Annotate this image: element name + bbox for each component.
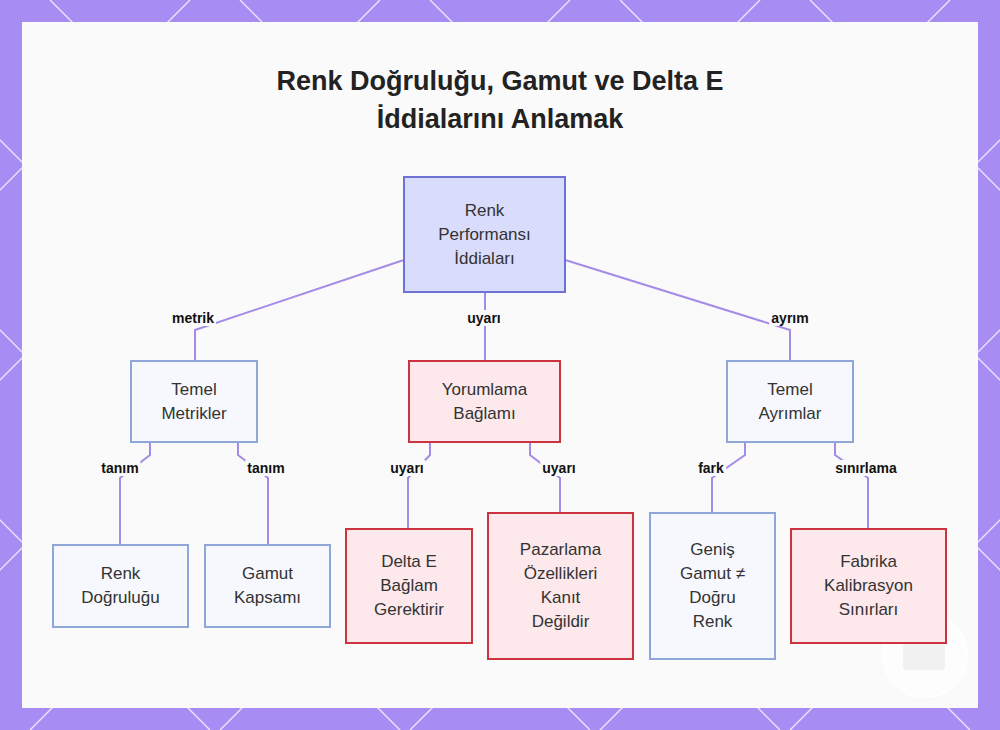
diagram-title: Renk Doğruluğu, Gamut ve Delta E İddiala… bbox=[230, 62, 770, 138]
concept-box: Renk Performansı İddiaları bbox=[403, 176, 566, 293]
node-text: Yorumlama Bağlamı bbox=[420, 378, 549, 426]
concept-box: Delta E Bağlam Gerektirir bbox=[345, 528, 473, 644]
edge-label: metrik bbox=[170, 310, 216, 326]
connector-line bbox=[408, 443, 430, 528]
node-text: Geniş Gamut ≠ Doğru Renk bbox=[674, 538, 751, 634]
node-text: Renk Doğruluğu bbox=[69, 562, 172, 610]
concept-box: Gamut Kapsamı bbox=[204, 544, 331, 628]
node-text: Gamut Kapsamı bbox=[221, 562, 314, 610]
concept-box: Temel Ayrımlar bbox=[726, 360, 854, 443]
connector-line bbox=[835, 443, 868, 528]
concept-box: Renk Doğruluğu bbox=[52, 544, 189, 628]
edge-label: tanım bbox=[99, 460, 140, 476]
concept-box: Fabrika Kalibrasyon Sınırları bbox=[790, 528, 947, 644]
node-text: Pazarlama Özellikleri Kanıt Değildir bbox=[512, 538, 609, 634]
concept-box: Geniş Gamut ≠ Doğru Renk bbox=[649, 512, 776, 660]
connector-line bbox=[238, 443, 268, 544]
connector-line bbox=[484, 293, 486, 360]
edge-label: uyarı bbox=[540, 460, 577, 476]
edge-label: uyarı bbox=[388, 460, 425, 476]
edge-label: fark bbox=[696, 460, 726, 476]
connector-line bbox=[195, 260, 403, 360]
node-text: Delta E Bağlam Gerektirir bbox=[361, 550, 457, 622]
node-text: Renk Performansı İddiaları bbox=[435, 199, 534, 271]
edge-label: uyarı bbox=[465, 310, 502, 326]
concept-box: Pazarlama Özellikleri Kanıt Değildir bbox=[487, 512, 634, 660]
connector-line bbox=[530, 443, 560, 512]
edge-label: ayrım bbox=[769, 310, 810, 326]
connector-line bbox=[120, 443, 150, 544]
node-text: Temel Ayrımlar bbox=[738, 378, 842, 426]
connector-line bbox=[566, 260, 790, 360]
edge-label: sınırlama bbox=[833, 460, 898, 476]
node-text: Temel Metrikler bbox=[142, 378, 246, 426]
edge-label: tanım bbox=[245, 460, 286, 476]
node-text: Fabrika Kalibrasyon Sınırları bbox=[820, 550, 917, 622]
concept-box: Temel Metrikler bbox=[130, 360, 258, 443]
badge-icon bbox=[903, 644, 945, 670]
connector-line bbox=[712, 443, 745, 512]
concept-box: Yorumlama Bağlamı bbox=[408, 360, 561, 443]
